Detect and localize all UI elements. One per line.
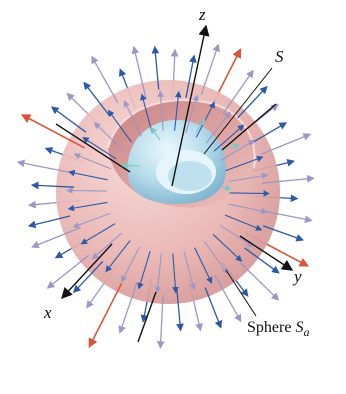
field-arrow-blue <box>249 122 288 145</box>
field-arrow-blue <box>229 190 270 197</box>
x-axis-label: x <box>43 303 52 322</box>
field-arrow-lavender <box>183 251 196 291</box>
field-arrow-lavender <box>16 159 70 173</box>
y-axis <box>239 235 294 271</box>
field-arrow-lavender <box>118 282 138 334</box>
sphere-symbol: S <box>295 319 303 336</box>
sphere-subscript: a <box>303 325 309 339</box>
field-arrow-lavender <box>46 254 90 289</box>
field-arrow-lavender <box>91 55 119 104</box>
field-arrow-lavender <box>72 212 111 229</box>
field-arrow-blue <box>82 137 117 160</box>
surface-s-label: S <box>275 47 284 66</box>
field-arrow-lavender <box>203 241 229 275</box>
field-arrow-blue <box>107 109 133 143</box>
field-arrow-lavender <box>261 133 312 155</box>
field-arrows-front <box>16 43 315 349</box>
field-arrow-blue <box>244 247 280 274</box>
field-arrow-blue <box>174 90 182 131</box>
field-arrow-lavender <box>185 94 199 134</box>
field-arrow-blue <box>151 45 160 90</box>
field-arrow-blue <box>204 287 223 329</box>
y-axis-label: y <box>292 267 302 286</box>
field-arrow-lavender <box>131 45 147 99</box>
field-arrow-blue <box>27 215 71 229</box>
field-arrow-lavender <box>261 174 315 184</box>
field-arrow-blue <box>83 81 111 117</box>
field-arrow-lavender <box>260 209 313 224</box>
field-arrow-lavender <box>121 246 141 283</box>
field-arrow-teal <box>213 183 232 191</box>
field-arrow-blue <box>225 155 264 172</box>
field-arrow-lavender <box>93 122 124 151</box>
field-arrow-lavender <box>205 111 231 144</box>
field-arrow-red <box>88 282 123 349</box>
field-arrow-blue <box>30 181 75 190</box>
field-arrow-lavender <box>31 226 81 249</box>
field-arrow-blue <box>50 106 87 133</box>
field-arrow-teal <box>221 143 240 151</box>
field-arrow-red <box>20 114 85 149</box>
axes <box>55 24 294 343</box>
y-axis-upper <box>221 103 277 151</box>
field-arrow-lavender <box>123 100 142 137</box>
z-axis-lower <box>137 291 157 343</box>
field-arrow-blue <box>137 250 151 290</box>
field-arrow-lavender <box>157 90 164 131</box>
field-arrow-teal <box>150 126 161 141</box>
field-arrow-blue <box>73 260 104 294</box>
z-axis <box>171 24 210 187</box>
x-axis <box>61 243 113 300</box>
field-arrow-blue <box>185 54 197 98</box>
field-arrow-lavender <box>240 262 280 301</box>
field-arrow-lavender <box>222 69 254 115</box>
inner-surface-opening-shade <box>168 161 212 191</box>
field-arrow-blue <box>68 169 108 181</box>
field-arrow-lavender <box>219 224 254 247</box>
field-arrow-teal <box>120 162 141 169</box>
field-arrow-lavender <box>156 294 165 349</box>
field-arrow-lavender <box>200 43 220 96</box>
z-axis-label: z <box>198 5 206 24</box>
field-arrow-lavender <box>66 187 107 194</box>
field-arrow-blue <box>237 85 268 119</box>
s-leader-line <box>203 67 273 155</box>
field-arrow-lavender <box>228 172 269 183</box>
field-arrow-lavender <box>220 139 256 161</box>
field-arrow-teal <box>195 118 206 133</box>
sphere-sa-label: Sphere Sa <box>247 319 309 339</box>
x-axis-upper <box>55 123 131 173</box>
sphere-leader-line <box>225 269 257 317</box>
field-arrow-blue <box>213 124 245 152</box>
field-arrow-blue <box>80 223 116 245</box>
field-arrow-blue <box>67 201 108 212</box>
field-arrow-lavender <box>154 253 162 294</box>
field-arrow-lavender <box>73 153 112 170</box>
field-arrow-blue <box>194 247 213 284</box>
field-arrow-blue <box>140 93 153 133</box>
field-arrow-blue <box>262 225 305 242</box>
field-arrow-blue <box>176 287 184 332</box>
field-arrow-lavender <box>91 232 123 260</box>
field-arrow-blue <box>212 233 243 262</box>
sphere-prefix: Sphere <box>247 319 295 336</box>
field-arrow-blue <box>224 214 263 231</box>
field-arrow-lavender <box>214 274 242 323</box>
field-arrow-blue <box>172 253 179 294</box>
field-arrow-lavender <box>228 203 268 215</box>
field-arrow-blue <box>105 240 131 273</box>
